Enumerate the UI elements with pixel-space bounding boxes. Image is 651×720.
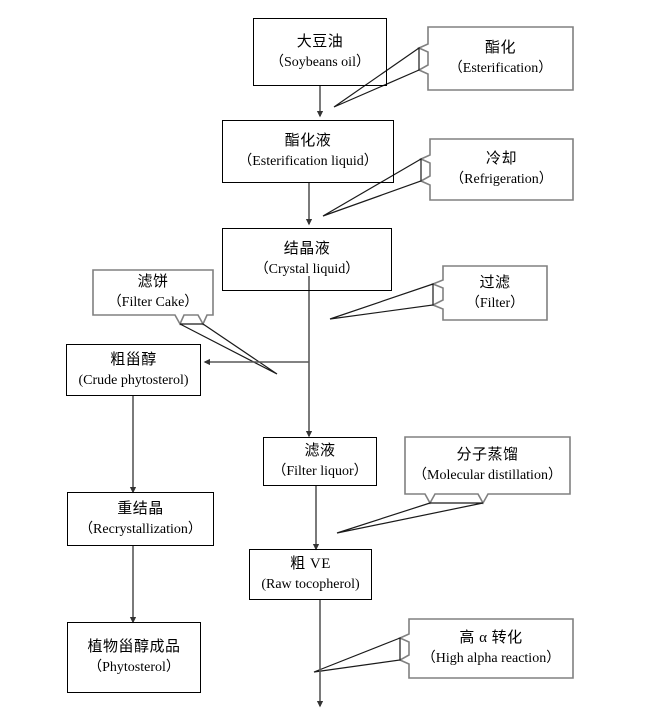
callout-filter-cn: 过滤	[479, 274, 511, 291]
callout-high-alpha-reaction-cn: 高 α 转化	[459, 630, 523, 647]
node-soybeans-oil[interactable]: 大豆油 （Soybeans oil）	[253, 18, 387, 86]
callout-filter[interactable]: 过滤 （Filter）	[443, 266, 547, 320]
node-crystal-liquid-en: （Crystal liquid）	[254, 262, 360, 278]
callout-filter-cake[interactable]: 滤饼 （Filter Cake）	[93, 270, 213, 315]
node-soybeans-oil-cn: 大豆油	[296, 33, 344, 50]
node-recrystallization[interactable]: 重结晶 （Recrystallization）	[67, 492, 214, 546]
node-raw-tocopherol[interactable]: 粗 VE (Raw tocopherol)	[249, 549, 372, 600]
node-phytosterol[interactable]: 植物甾醇成品 （Phytosterol）	[67, 622, 201, 693]
node-esterification-liquid[interactable]: 酯化液 （Esterification liquid）	[222, 120, 394, 183]
node-filter-liquor[interactable]: 滤液 （Filter liquor）	[263, 437, 377, 486]
node-crude-phytosterol-cn: 粗甾醇	[110, 351, 157, 368]
node-filter-liquor-en: （Filter liquor）	[272, 464, 368, 480]
node-soybeans-oil-en: （Soybeans oil）	[270, 54, 370, 70]
node-phytosterol-en: （Phytosterol）	[88, 660, 180, 676]
callout-esterification[interactable]: 酯化 （Esterification）	[428, 27, 573, 90]
node-crude-phytosterol-en: (Crude phytosterol)	[78, 372, 189, 388]
callout-refrigeration-cn: 冷却	[485, 151, 517, 168]
node-esterification-liquid-en: （Esterification liquid）	[238, 154, 378, 170]
leader-filter-cake	[179, 323, 278, 375]
node-recrystallization-cn: 重结晶	[117, 500, 164, 517]
callout-high-alpha-reaction-en: （High alpha reaction）	[421, 651, 561, 667]
callout-filter-en: （Filter）	[465, 295, 525, 311]
node-esterification-liquid-cn: 酯化液	[284, 133, 332, 150]
callout-refrigeration-en: （Refrigeration）	[450, 172, 553, 188]
leader-filter	[329, 283, 434, 320]
callout-shape-molecular-distillation	[404, 436, 571, 505]
node-phytosterol-cn: 植物甾醇成品	[87, 639, 181, 656]
node-crystal-liquid[interactable]: 结晶液 （Crystal liquid）	[222, 228, 392, 291]
leader-high-alpha	[313, 637, 401, 673]
leader-molecular-distillation	[336, 502, 484, 534]
callout-high-alpha-reaction[interactable]: 高 α 转化 （High alpha reaction）	[409, 619, 573, 678]
node-raw-tocopherol-cn: 粗 VE	[290, 556, 331, 573]
callout-molecular-distillation-en: （Molecular distillation）	[413, 468, 562, 484]
callout-filter-cake-cn: 滤饼	[137, 274, 169, 291]
callout-esterification-en: （Esterification）	[448, 61, 553, 77]
callout-refrigeration[interactable]: 冷却 （Refrigeration）	[430, 139, 573, 200]
callout-filter-cake-en: （Filter Cake）	[107, 295, 199, 311]
leader-esterification	[333, 46, 420, 108]
leader-refrigeration	[322, 157, 422, 217]
callout-molecular-distillation-cn: 分子蒸馏	[456, 447, 519, 464]
node-crystal-liquid-cn: 结晶液	[283, 241, 331, 258]
node-recrystallization-en: （Recrystallization）	[79, 521, 202, 537]
node-raw-tocopherol-en: (Raw tocopherol)	[261, 577, 360, 593]
callout-shape-filter-cake	[92, 269, 214, 326]
callout-esterification-cn: 酯化	[484, 40, 516, 57]
node-crude-phytosterol[interactable]: 粗甾醇 (Crude phytosterol)	[66, 344, 201, 396]
callout-molecular-distillation[interactable]: 分子蒸馏 （Molecular distillation）	[405, 437, 570, 494]
node-filter-liquor-cn: 滤液	[304, 443, 336, 460]
